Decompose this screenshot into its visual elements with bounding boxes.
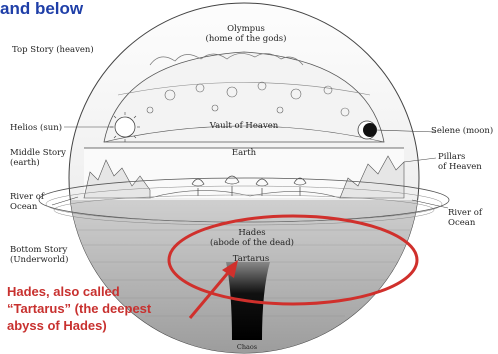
- river-right-label: River of Ocean: [448, 208, 482, 228]
- earth-label: Earth: [232, 148, 256, 158]
- hades-label: Hades (abode of the dead): [210, 228, 294, 248]
- hades-callout-text: Hades, also called “Tartarus” (the deepe…: [7, 283, 151, 334]
- selene-label: Selene (moon): [431, 126, 493, 136]
- tartarus-label: Tartarus: [233, 254, 270, 264]
- vault-label: Vault of Heaven: [210, 121, 279, 131]
- top-story-label: Top Story (heaven): [12, 45, 94, 55]
- bottom-story-label: Bottom Story (Underworld): [10, 245, 68, 265]
- olympus-label: Olympus (home of the gods): [206, 24, 287, 44]
- river-left-label: River of Ocean: [10, 192, 44, 212]
- page-heading: and below: [0, 0, 83, 18]
- chaos-label: Chaos: [237, 343, 257, 351]
- middle-story-label: Middle Story (earth): [10, 148, 66, 168]
- pillars-label: Pillars of Heaven: [438, 152, 482, 172]
- helios-label: Helios (sun): [10, 123, 62, 133]
